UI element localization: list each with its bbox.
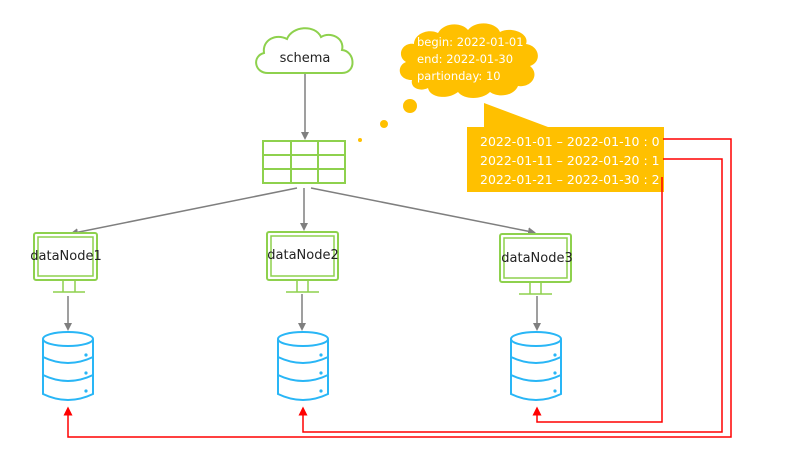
table-icon bbox=[262, 140, 346, 184]
data-node-1[interactable]: dataNode1 bbox=[30, 232, 102, 293]
partition-range-2: 2022-01-21 – 2022-01-30 : 2 bbox=[480, 172, 660, 187]
database-icon-1 bbox=[42, 331, 94, 401]
monitor-icon bbox=[266, 231, 339, 281]
route-partition-1-to-db2 bbox=[298, 158, 723, 433]
arrow-table-to-node1 bbox=[70, 187, 298, 237]
arrow-table-to-node3 bbox=[310, 187, 536, 236]
route-partition-2-to-db3 bbox=[532, 177, 663, 423]
monitor-icon bbox=[499, 233, 572, 283]
partition-config-thought: begin: 2022-01-01 end: 2022-01-30 partio… bbox=[358, 23, 538, 142]
thought-cloud bbox=[399, 23, 538, 99]
partition-callout: 2022-01-01 – 2022-01-10 : 0 2022-01-11 –… bbox=[467, 103, 664, 192]
node-label: dataNode2 bbox=[267, 248, 338, 263]
data-node-3[interactable]: dataNode3 bbox=[499, 233, 573, 295]
thought-partionday: partionday: 10 bbox=[417, 69, 501, 83]
monitor-icon bbox=[33, 232, 98, 281]
thought-bubble-dot bbox=[403, 99, 417, 113]
schema-label: schema bbox=[280, 51, 331, 66]
schema-cloud: schema bbox=[255, 27, 354, 74]
partition-range-0: 2022-01-01 – 2022-01-10 : 0 bbox=[480, 134, 660, 149]
thought-bubble-dot bbox=[358, 138, 362, 142]
data-node-2[interactable]: dataNode2 bbox=[266, 231, 339, 293]
node-label: dataNode1 bbox=[30, 249, 101, 264]
cloud-icon bbox=[255, 27, 354, 74]
thought-end: end: 2022-01-30 bbox=[417, 52, 513, 66]
thought-bubble-dot bbox=[380, 120, 388, 128]
route-partition-0-to-db1 bbox=[63, 138, 732, 438]
callout-box bbox=[467, 103, 664, 192]
partition-range-1: 2022-01-11 – 2022-01-20 : 1 bbox=[480, 153, 660, 168]
node-label: dataNode3 bbox=[501, 251, 572, 266]
database-icon-3 bbox=[510, 331, 562, 401]
thought-begin: begin: 2022-01-01 bbox=[417, 35, 524, 49]
database-icon-2 bbox=[277, 331, 329, 401]
